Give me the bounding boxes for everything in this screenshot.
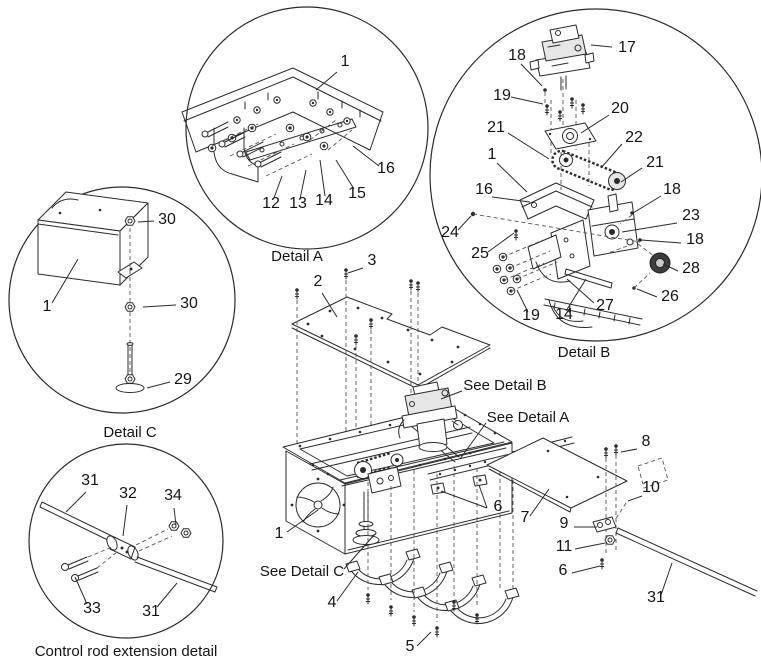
flange-nut-upper — [124, 216, 136, 226]
callout-label: 31 — [81, 472, 99, 489]
detail-c-circle — [8, 186, 236, 414]
callout-label: 14 — [315, 192, 333, 209]
detail-b-view — [429, 8, 761, 342]
leveling-foot — [352, 491, 380, 545]
callout-label: 16 — [475, 181, 493, 198]
callout-label: 4 — [328, 594, 337, 611]
callout-label: 9 — [560, 515, 569, 532]
callout-label: 30 — [180, 295, 198, 312]
coupler-nut — [180, 528, 192, 538]
callout-label: 10 — [642, 479, 660, 496]
callout-label: 21 — [646, 154, 664, 171]
side-cover-plate — [486, 437, 628, 513]
control-rod-caption: Control rod extension detail — [35, 643, 218, 660]
fan-opening — [290, 477, 346, 533]
strap-clips — [430, 457, 669, 495]
callout-label: 30 — [158, 211, 176, 228]
callout-label: 18 — [508, 47, 526, 64]
callout-label: 1 — [488, 146, 497, 163]
callout-label: 12 — [262, 195, 280, 212]
callout-label: 29 — [174, 371, 192, 388]
leveling-bolt — [115, 342, 145, 393]
flange-channel-b — [519, 182, 595, 220]
detail-b-circle — [429, 8, 761, 342]
callout-label: 26 — [661, 288, 679, 305]
callout-label: 5 — [406, 638, 415, 655]
box-flange-channel — [181, 67, 384, 153]
callout-label: 13 — [289, 195, 307, 212]
corner-bracket — [213, 127, 259, 183]
cover-screws — [294, 267, 421, 468]
callout-label: 1 — [43, 298, 52, 315]
callout-label: 31 — [647, 589, 665, 606]
callout-label: 7 — [521, 509, 530, 526]
chain-drive-unit — [354, 451, 404, 494]
callout-label: 6 — [494, 498, 503, 515]
see-detail-c-ref: See Detail C — [260, 563, 344, 580]
main-assembly-view — [282, 267, 758, 647]
fastener-cluster — [470, 211, 651, 296]
callout-label: 8 — [642, 433, 651, 450]
callout-label: 18 — [686, 231, 704, 248]
control-rod-main — [615, 527, 758, 597]
detail-b-caption: Detail B — [558, 344, 611, 361]
detail-a-caption: Detail A — [271, 248, 323, 265]
callout-label: 22 — [625, 129, 643, 146]
carriage-bolts — [201, 121, 282, 168]
rod-coupler — [106, 535, 139, 561]
callout-label: 33 — [83, 600, 101, 617]
mounting-screws-top — [543, 88, 586, 122]
callout-label: 6 — [559, 562, 568, 579]
callout-label: 24 — [441, 224, 459, 241]
callout-label: 19 — [522, 307, 540, 324]
engine-assembly — [398, 381, 463, 452]
callout-label: 23 — [682, 207, 700, 224]
callout-label: 14 — [555, 306, 573, 323]
callout-label: 1 — [341, 53, 350, 70]
detail-a-view — [181, 6, 429, 250]
cover-plate — [291, 296, 491, 390]
see-detail-b-ref: See Detail B — [463, 377, 546, 394]
callout-label: 34 — [164, 487, 182, 504]
callout-label: 28 — [682, 260, 700, 277]
control-rod-view — [28, 443, 224, 639]
callout-label: 21 — [487, 119, 505, 136]
angle-strip — [245, 118, 357, 161]
callout-label: 15 — [348, 185, 366, 202]
callout-label: 19 — [493, 87, 511, 104]
lower-rails — [543, 298, 643, 328]
callout-label: 1 — [275, 525, 284, 542]
detail-c-caption: Detail C — [103, 424, 157, 441]
detail-a-circle — [185, 6, 429, 250]
mount-bracket — [527, 219, 613, 289]
control-rod-circle — [28, 443, 224, 639]
coupler — [649, 252, 671, 274]
gearbox — [587, 193, 655, 257]
callout-label: 17 — [618, 39, 636, 56]
callout-label: 32 — [119, 485, 137, 502]
callout-label: 2 — [314, 273, 323, 290]
rod-mount-hardware — [592, 443, 627, 570]
drive-chain — [551, 149, 626, 192]
callout-label: 11 — [556, 538, 573, 555]
gearbox-engine — [529, 24, 595, 91]
labels: 1 12 13 14 15 16 17 18 19 20 21 22 21 1 … — [35, 39, 704, 660]
see-detail-a-ref: See Detail A — [487, 409, 570, 426]
callout-label: 27 — [596, 297, 614, 314]
callout-label: 18 — [663, 181, 681, 198]
callout-label: 31 — [142, 603, 160, 620]
control-rod — [39, 501, 218, 593]
bearing-plate — [544, 122, 597, 150]
hanger-straps — [345, 548, 520, 624]
callout-label: 25 — [471, 245, 489, 262]
callout-label: 3 — [368, 252, 377, 269]
callout-label: 20 — [611, 100, 629, 117]
flange-bolts — [201, 96, 353, 177]
callout-label: 16 — [377, 160, 395, 177]
coupler-nut — [168, 521, 180, 531]
detail-c-view — [8, 186, 236, 414]
box-corner — [37, 191, 149, 286]
flange-nut-lower — [124, 302, 136, 312]
